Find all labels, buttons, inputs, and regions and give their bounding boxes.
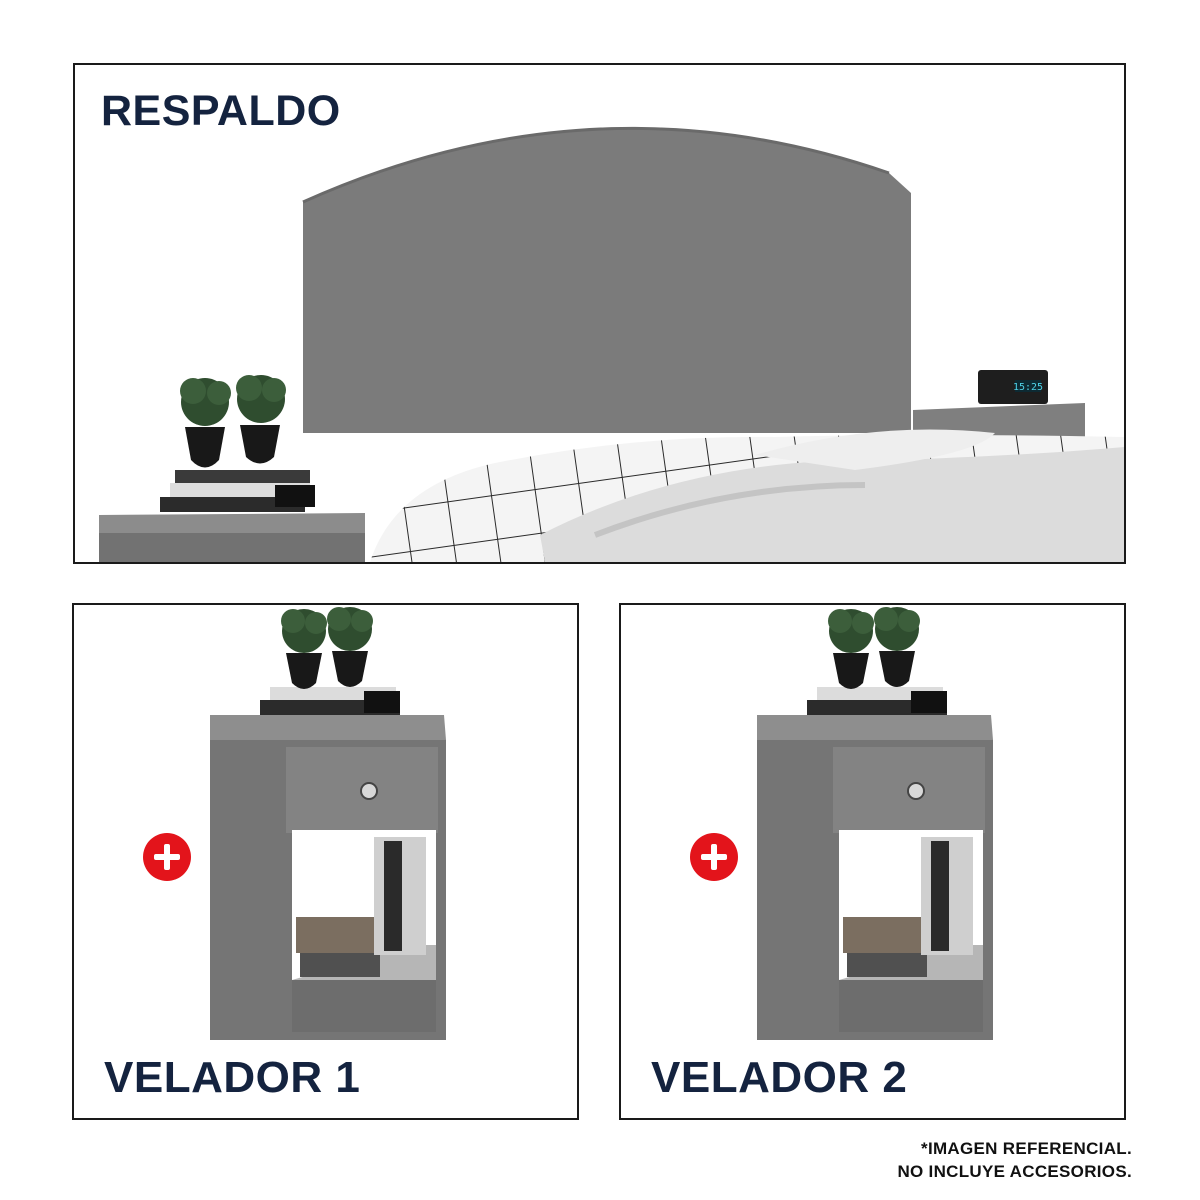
left-nightstand — [99, 375, 365, 562]
clock-display: 15:25 — [1013, 382, 1043, 393]
disclaimer: *IMAGEN REFERENCIAL. NO INCLUYE ACCESORI… — [897, 1137, 1132, 1183]
nightstand-1 — [210, 607, 446, 1040]
bed — [370, 429, 1124, 562]
plant-left — [828, 609, 874, 689]
drawer-knob — [907, 782, 925, 800]
plant-left — [180, 378, 231, 468]
plant-left — [281, 609, 327, 689]
alarm-clock — [978, 370, 1048, 404]
disclaimer-line-2: NO INCLUYE ACCESORIOS. — [897, 1162, 1132, 1181]
nightstand-2-title: VELADOR 2 — [651, 1053, 908, 1102]
nightstand-1-panel: VELADOR 1 — [72, 603, 579, 1120]
headboard-panel: 15:25 — [73, 63, 1126, 564]
disclaimer-line-1: *IMAGEN REFERENCIAL. — [921, 1139, 1132, 1158]
nightstand-1-scene — [210, 607, 446, 1040]
plant-right — [327, 607, 373, 687]
headboard-scene: 15:25 — [99, 126, 1124, 562]
plus-circle-icon — [690, 833, 738, 881]
headboard — [303, 128, 911, 433]
plant-right — [874, 607, 920, 687]
nightstand-2-scene — [757, 607, 993, 1040]
nightstand-2-panel: VELADOR 2 — [619, 603, 1126, 1120]
headboard-title: RESPALDO — [101, 87, 341, 135]
plus-circle-icon — [143, 833, 191, 881]
nightstand-2 — [757, 607, 993, 1040]
nightstand-1-title: VELADOR 1 — [104, 1053, 361, 1102]
drawer-knob — [360, 782, 378, 800]
plant-right — [236, 375, 286, 464]
